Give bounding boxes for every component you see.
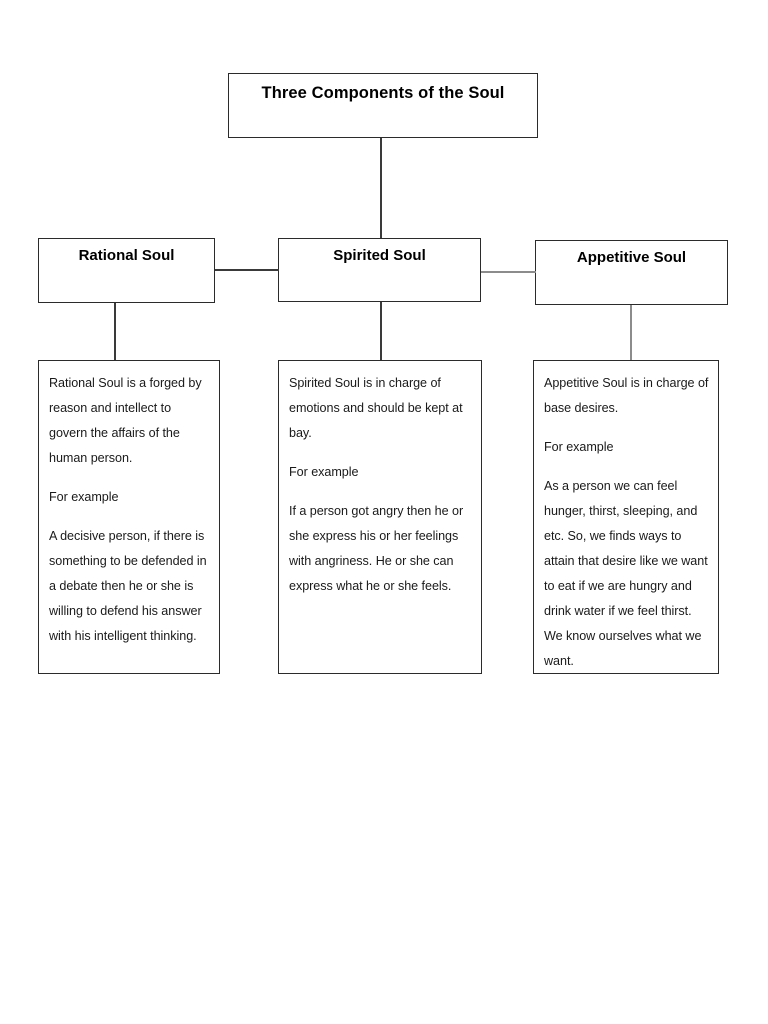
detail-spirited-example-label: For example	[289, 465, 359, 479]
detail-rational-definition: Rational Soul is a forged by reason and …	[49, 376, 202, 465]
node-title-label: Three Components of the Soul	[261, 84, 505, 102]
detail-box-spirited-soul[interactable]: Spirited Soul is in charge of emotions a…	[278, 360, 482, 674]
node-three-components-of-the-soul[interactable]: Three Components of the Soul	[228, 73, 538, 138]
connector-rational-to-spirited	[215, 269, 279, 271]
node-spirited-soul-label: Spirited Soul	[333, 247, 426, 264]
connector-appetitive-to-detail	[630, 305, 632, 360]
detail-rational-example: A decisive person, if there is something…	[49, 529, 207, 643]
detail-appetitive-example-label: For example	[544, 440, 614, 454]
node-rational-soul[interactable]: Rational Soul	[38, 238, 215, 303]
detail-appetitive-definition: Appetitive Soul is in charge of base des…	[544, 376, 709, 415]
connector-rational-to-detail	[114, 303, 116, 360]
detail-box-rational-soul[interactable]: Rational Soul is a forged by reason and …	[38, 360, 220, 674]
connector-spirited-to-appetitive	[481, 271, 536, 273]
detail-rational-example-label: For example	[49, 490, 119, 504]
detail-box-appetitive-soul[interactable]: Appetitive Soul is in charge of base des…	[533, 360, 719, 674]
detail-appetitive-example: As a person we can feel hunger, thirst, …	[544, 479, 708, 668]
node-spirited-soul[interactable]: Spirited Soul	[278, 238, 481, 302]
detail-spirited-example: If a person got angry then he or she exp…	[289, 504, 464, 593]
node-rational-soul-label: Rational Soul	[78, 247, 175, 264]
connector-spirited-to-detail	[380, 302, 382, 360]
detail-spirited-definition: Spirited Soul is in charge of emotions a…	[289, 376, 463, 440]
connector-title-to-spirited	[380, 138, 382, 238]
node-appetitive-soul[interactable]: Appetitive Soul	[535, 240, 728, 305]
node-appetitive-soul-label: Appetitive Soul	[576, 249, 687, 266]
